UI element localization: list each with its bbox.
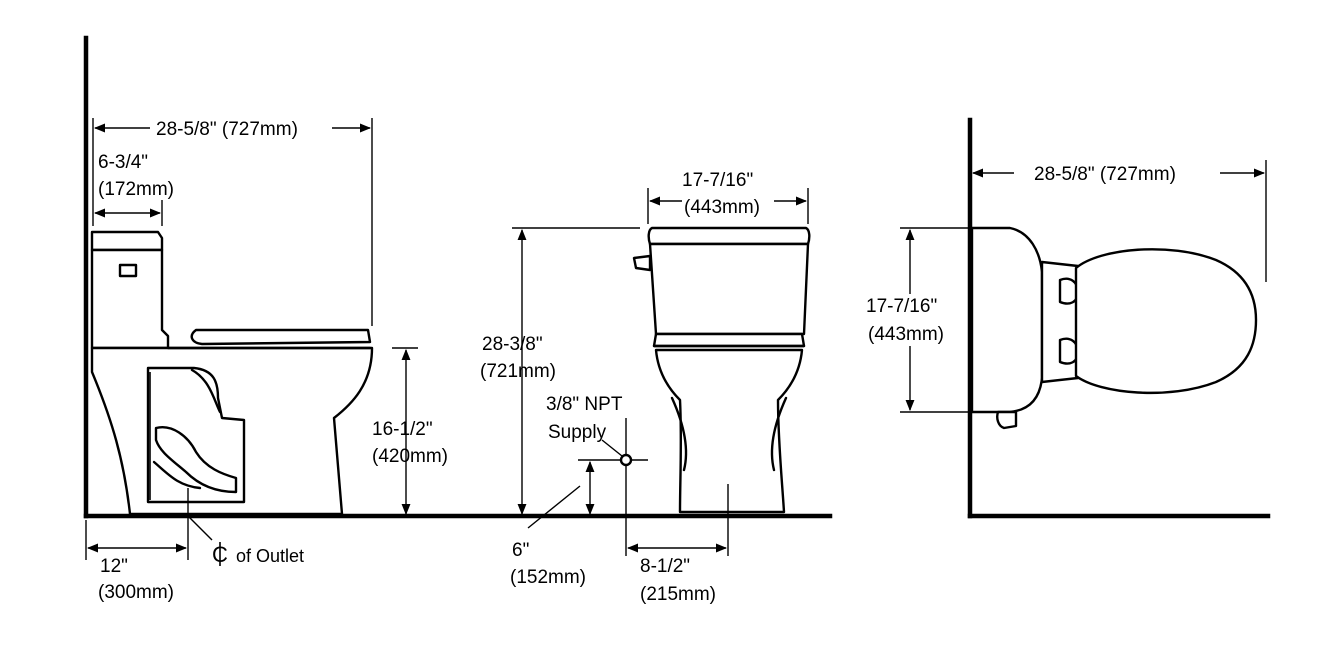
supply-height-mm-label: (152mm) [510, 567, 586, 588]
front-tank-width-mm-label: (443mm) [684, 197, 760, 218]
supply-height-in-label: 6" [512, 540, 529, 561]
front-overall-height-in-label: 28-3/8" [482, 334, 543, 355]
supply-point [619, 453, 633, 467]
front-tank-width-in-label: 17-7/16" [682, 170, 753, 191]
supply-offset-in-label: 8-1/2" [640, 556, 690, 577]
top-toilet-outline [970, 226, 1258, 430]
top-tank-width-mm-label: (443mm) [868, 324, 944, 345]
top-tank-width-in-label: 17-7/16" [866, 296, 937, 317]
side-seat-height-in-label: 16-1/2" [372, 419, 433, 440]
side-seat-height-mm-label: (420mm) [372, 446, 448, 467]
outlet-label: of Outlet [236, 546, 304, 566]
front-overall-height-mm-label: (721mm) [480, 361, 556, 382]
supply-offset-mm-label: (215mm) [640, 584, 716, 605]
side-view: 28-5/8" (727mm) 6-3/4" (172mm) 16-1/2" (… [83, 35, 833, 603]
supply-size-label: 3/8" NPT [546, 394, 623, 415]
top-view: 28-5/8" (727mm) 17-7/16" (443mm) [866, 117, 1271, 519]
top-overall-depth-label: 28-5/8" (727mm) [1034, 164, 1176, 185]
front-view: 17-7/16" (443mm) 28-3/8" (721mm) 3/8" NP… [480, 170, 811, 605]
side-overall-depth-label: 28-5/8" (727mm) [156, 119, 298, 140]
front-toilet-outline [632, 226, 811, 514]
supply-label: Supply [548, 422, 607, 443]
side-tank-depth-mm-label: (172mm) [98, 179, 174, 200]
side-rough-in-in-label: 12" [100, 556, 128, 577]
side-tank-depth-in-label: 6-3/4" [98, 152, 148, 173]
side-toilet-outline [90, 230, 374, 516]
side-rough-in-mm-label: (300mm) [98, 582, 174, 603]
